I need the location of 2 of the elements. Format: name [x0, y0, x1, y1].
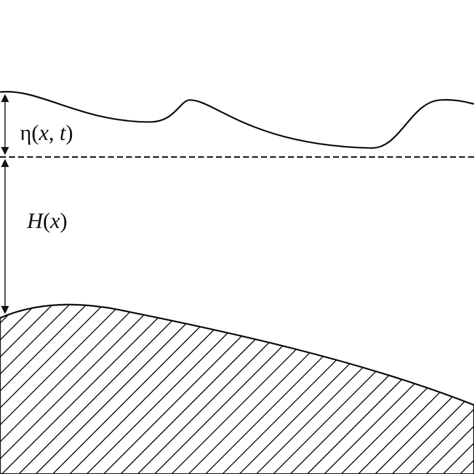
variable-label: H(x)	[27, 210, 68, 232]
variable-label: η(x, t)	[20, 122, 74, 144]
